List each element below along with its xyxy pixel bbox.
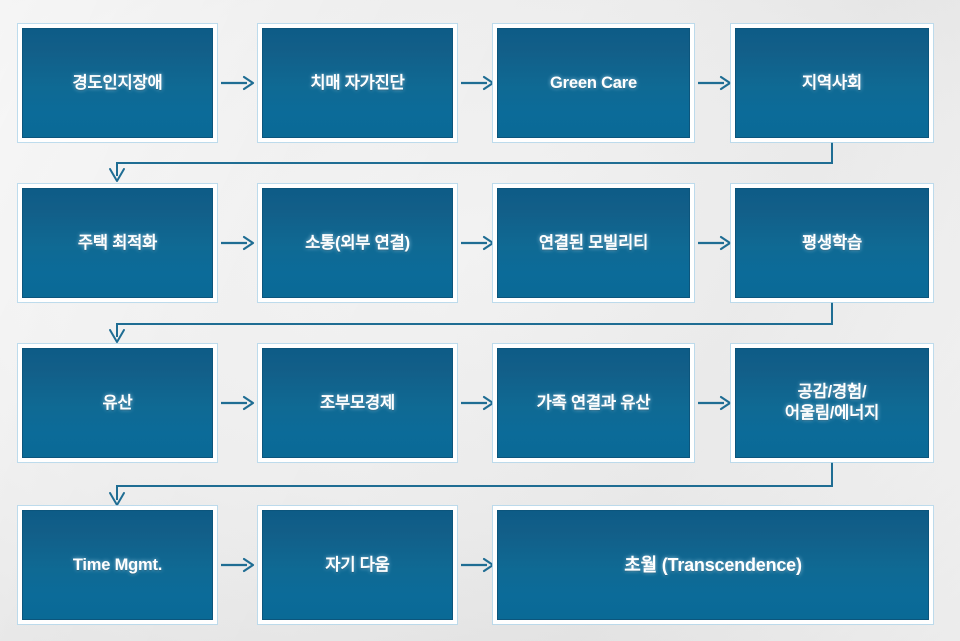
flow-node-label: 주택 최적화 — [77, 233, 158, 252]
flow-node-r1c1[interactable]: 경도인지장애 — [22, 28, 213, 138]
flow-node-label: 연결된 모빌리티 — [538, 233, 649, 252]
arrow-right-icon — [460, 556, 496, 574]
arrow-right-icon — [460, 394, 496, 412]
flow-node-r3c4[interactable]: 공감/경험/ 어울림/에너지 — [735, 348, 929, 458]
flow-node-r1c3[interactable]: Green Care — [497, 28, 690, 138]
flow-node-r2c2[interactable]: 소통(외부 연결) — [262, 188, 453, 298]
flow-node-label: 유산 — [102, 393, 133, 412]
arrow-right-icon — [697, 234, 733, 252]
arrow-down-wrap-icon — [100, 296, 860, 348]
flow-node-r1c2[interactable]: 치매 자가진단 — [262, 28, 453, 138]
flow-node-label: 지역사회 — [802, 73, 862, 92]
flow-node-label: Green Care — [550, 73, 637, 92]
arrow-right-icon — [697, 74, 733, 92]
flow-node-r3c3[interactable]: 가족 연결과 유산 — [497, 348, 690, 458]
flow-node-label: 평생학습 — [802, 233, 862, 252]
flow-node-label: Time Mgmt. — [72, 555, 163, 574]
flow-node-label: 경도인지장애 — [72, 73, 163, 92]
flow-node-label: 공감/경험/ 어울림/에너지 — [784, 383, 880, 422]
flow-node-label: 초월 (Transcendence) — [624, 554, 802, 575]
flow-node-label: 치매 자가진단 — [310, 73, 405, 92]
arrow-right-icon — [220, 234, 256, 252]
flow-node-r4c1[interactable]: Time Mgmt. — [22, 510, 213, 620]
arrow-right-icon — [220, 74, 256, 92]
flow-node-r2c1[interactable]: 주택 최적화 — [22, 188, 213, 298]
flow-node-label: 소통(외부 연결) — [305, 233, 410, 252]
flow-node-r3c1[interactable]: 유산 — [22, 348, 213, 458]
flow-node-r2c3[interactable]: 연결된 모빌리티 — [497, 188, 690, 298]
flow-node-r4c2[interactable]: 자기 다움 — [262, 510, 453, 620]
arrow-down-wrap-icon — [100, 136, 860, 186]
flow-node-label: 조부모경제 — [320, 393, 395, 412]
arrow-right-icon — [460, 234, 496, 252]
arrow-right-icon — [460, 74, 496, 92]
arrow-right-icon — [697, 394, 733, 412]
flow-node-r1c4[interactable]: 지역사회 — [735, 28, 929, 138]
arrow-right-icon — [220, 394, 256, 412]
flow-node-r3c2[interactable]: 조부모경제 — [262, 348, 453, 458]
flow-node-r2c4[interactable]: 평생학습 — [735, 188, 929, 298]
arrow-down-wrap-icon — [100, 456, 860, 512]
flow-node-label: 가족 연결과 유산 — [536, 393, 651, 412]
arrow-right-icon — [220, 556, 256, 574]
flow-node-r4c3[interactable]: 초월 (Transcendence) — [497, 510, 929, 620]
flow-node-label: 자기 다움 — [325, 555, 390, 574]
